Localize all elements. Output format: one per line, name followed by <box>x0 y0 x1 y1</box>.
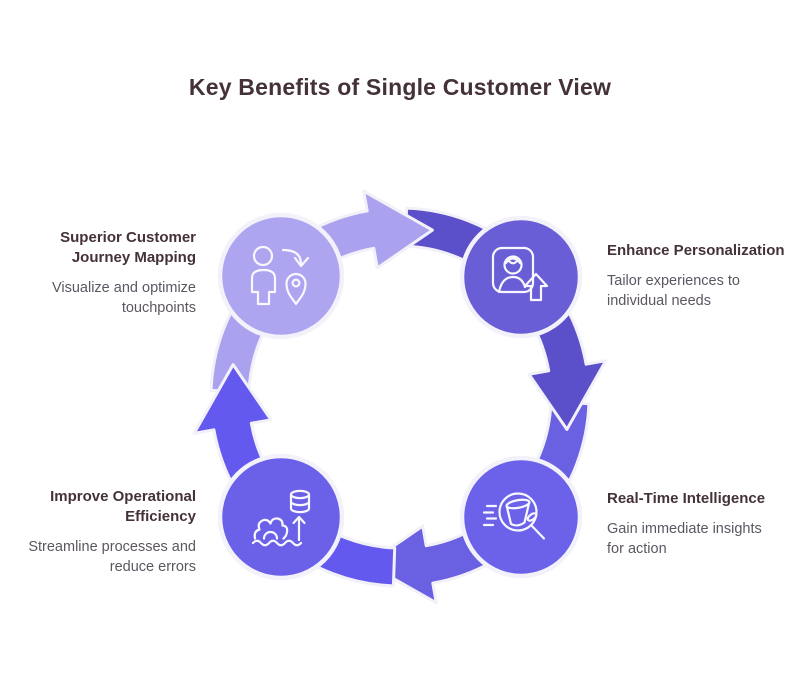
profile-upgrade-icon <box>491 246 549 302</box>
node-title: Enhance Personalization <box>607 242 785 259</box>
process-efficiency-icon <box>251 489 311 547</box>
node-description: Visualize and optimize touchpoints <box>51 280 196 316</box>
node-circle-realtime <box>459 455 583 579</box>
node-title: Superior Customer Journey Mapping <box>60 229 196 266</box>
node-description: Streamline processes and reduce errors <box>28 539 196 575</box>
page-title: Key Benefits of Single Customer View <box>188 74 612 100</box>
node-operational-efficiency: Improve Operational Efficiency Streamlin… <box>18 487 196 577</box>
realtime-search-icon <box>482 492 546 540</box>
node-circle-journey-mapping <box>217 212 345 340</box>
node-circle-efficiency <box>217 453 345 581</box>
node-realtime-intelligence: Real-Time Intelligence Gain immediate in… <box>607 489 800 559</box>
node-journey-mapping: Superior Customer Journey Mapping Visual… <box>18 228 196 318</box>
node-circle-personalization <box>459 215 583 339</box>
node-description: Gain immediate insights for action <box>607 521 762 557</box>
node-title: Improve Operational Efficiency <box>50 488 196 525</box>
node-title: Real-Time Intelligence <box>607 490 766 507</box>
node-description: Tailor experiences to individual needs <box>607 273 740 309</box>
customer-journey-icon <box>250 245 310 306</box>
node-personalization: Enhance Personalization Tailor experienc… <box>607 241 800 311</box>
